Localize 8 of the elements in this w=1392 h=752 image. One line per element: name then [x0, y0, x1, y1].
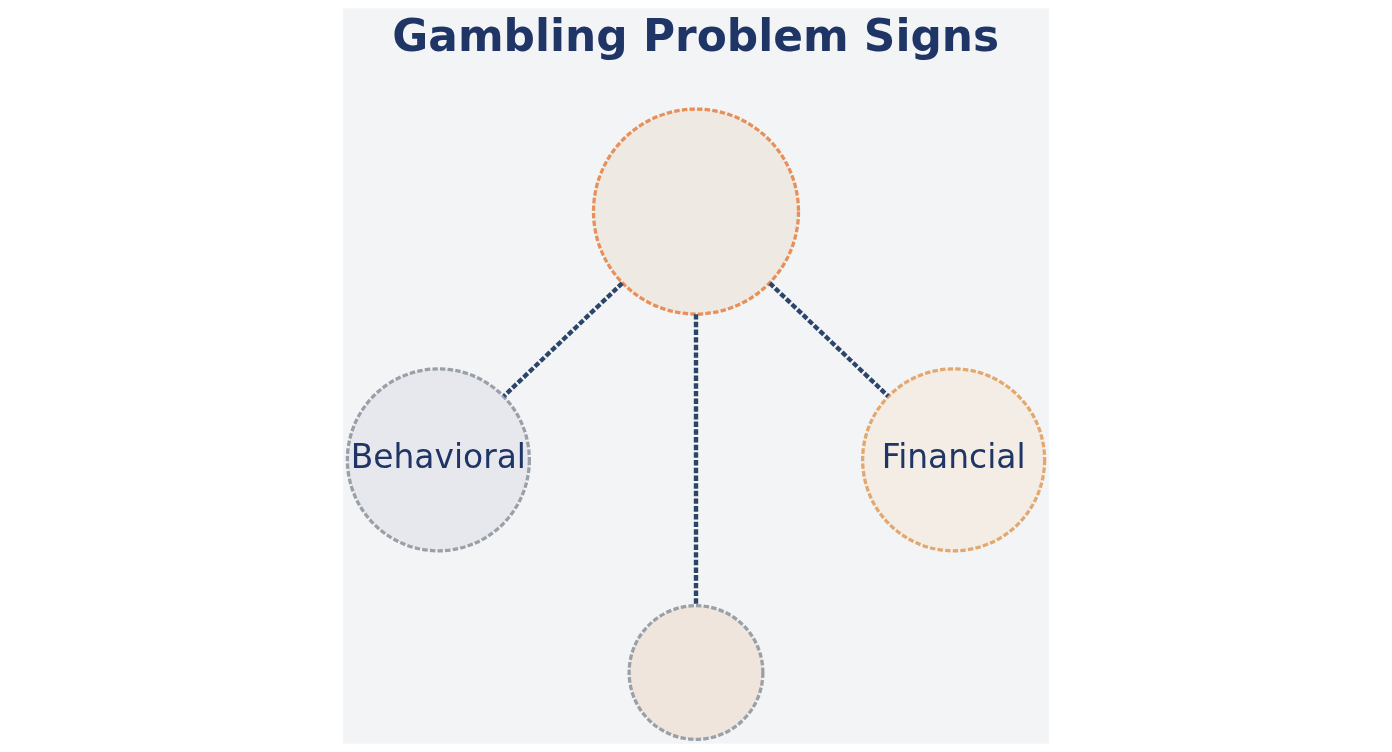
node-circle: Financial — [861, 367, 1047, 553]
connector — [502, 281, 624, 398]
connector — [768, 281, 890, 398]
node-circle: Behavioral — [345, 367, 531, 553]
node-circle — [591, 107, 801, 316]
connector — [693, 314, 699, 606]
node-circle — [627, 604, 765, 742]
diagram-title: Gambling Problem Signs — [392, 9, 1000, 61]
